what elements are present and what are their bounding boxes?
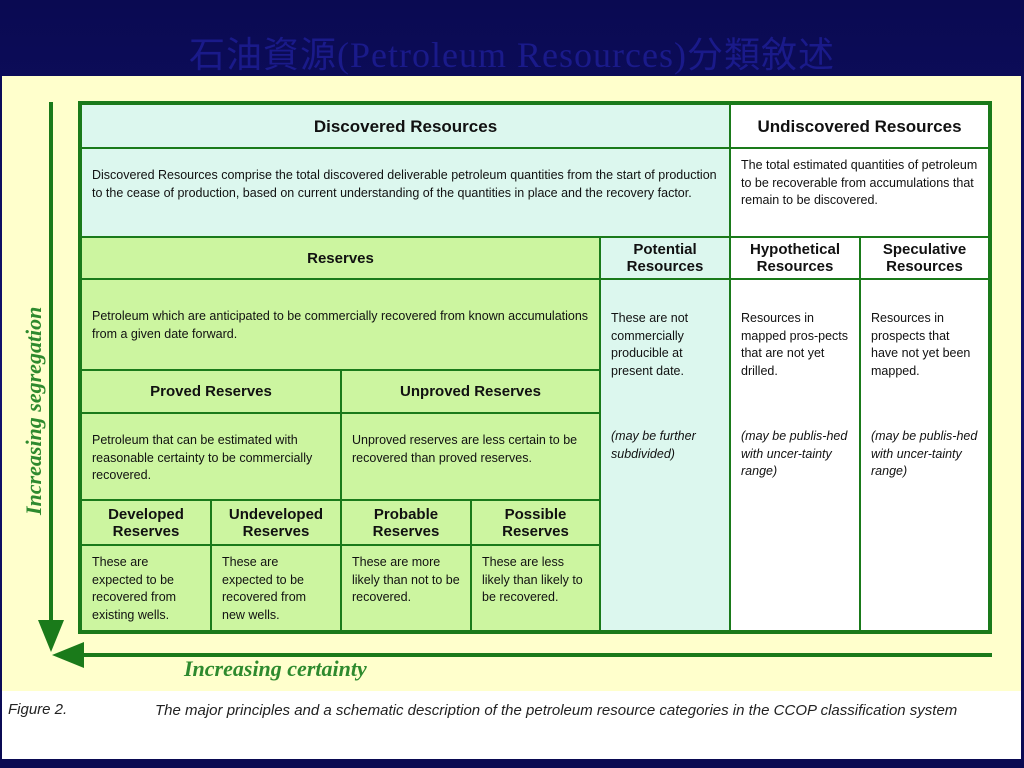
speculative-resources-description: Resources in prospects that have not yet… bbox=[871, 311, 971, 378]
reserves-header: Reserves bbox=[81, 237, 600, 279]
possible-reserves-header: Possible Reserves bbox=[471, 500, 600, 545]
horizontal-axis-label: Increasing certainty bbox=[184, 656, 367, 681]
horizontal-arrow-head bbox=[52, 642, 84, 668]
potential-resources-header: Potential Resources bbox=[600, 237, 730, 279]
reserves-description: Petroleum which are anticipated to be co… bbox=[81, 279, 600, 370]
probable-reserves-header: Probable Reserves bbox=[341, 500, 471, 545]
vertical-axis-label: Increasing segregation bbox=[21, 306, 46, 515]
developed-reserves-description: These are expected to be recovered from … bbox=[81, 545, 211, 631]
figure-caption-text: The major principles and a schematic des… bbox=[155, 702, 958, 719]
proved-reserves-description: Petroleum that can be estimated with rea… bbox=[81, 413, 341, 500]
slide-title: 石油資源(Petroleum Resources)分類敘述 bbox=[189, 35, 835, 75]
undiscovered-description: The total estimated quantities of petrol… bbox=[730, 148, 989, 237]
potential-resources-description: These are not commercially producible at… bbox=[611, 311, 689, 378]
vertical-arrow-head bbox=[38, 620, 64, 652]
figure-caption-label: Figure 2. bbox=[8, 701, 68, 718]
discovered-header: Discovered Resources bbox=[81, 104, 730, 148]
hypothetical-resources-body: Resources in mapped pros-pects that are … bbox=[730, 279, 860, 631]
proved-reserves-header: Proved Reserves bbox=[81, 370, 341, 413]
undeveloped-reserves-description: These are expected to be recovered from … bbox=[211, 545, 341, 631]
classification-table: Discovered Resources Undiscovered Resour… bbox=[78, 101, 992, 634]
unproved-reserves-header: Unproved Reserves bbox=[341, 370, 600, 413]
potential-resources-note: (may be further subdivided) bbox=[611, 429, 696, 461]
speculative-resources-note: (may be publis-hed with uncer-tainty ran… bbox=[871, 429, 978, 478]
hypothetical-resources-header: Hypothetical Resources bbox=[730, 237, 860, 279]
speculative-resources-body: Resources in prospects that have not yet… bbox=[860, 279, 989, 631]
undiscovered-header: Undiscovered Resources bbox=[730, 104, 989, 148]
hypothetical-resources-note: (may be publis-hed with uncer-tainty ran… bbox=[741, 429, 848, 478]
hypothetical-resources-description: Resources in mapped pros-pects that are … bbox=[741, 311, 849, 378]
probable-reserves-description: These are more likely than not to be rec… bbox=[341, 545, 471, 631]
unproved-reserves-description: Unproved reserves are less certain to be… bbox=[341, 413, 600, 500]
potential-resources-body: These are not commercially producible at… bbox=[600, 279, 730, 631]
discovered-description: Discovered Resources comprise the total … bbox=[81, 148, 730, 237]
undeveloped-reserves-header: Undeveloped Reserves bbox=[211, 500, 341, 545]
possible-reserves-description: These are less likely than likely to be … bbox=[471, 545, 600, 631]
figure-caption: Figure 2. The major principles and a sch… bbox=[2, 691, 1021, 759]
speculative-resources-header: Speculative Resources bbox=[860, 237, 989, 279]
developed-reserves-header: Developed Reserves bbox=[81, 500, 211, 545]
